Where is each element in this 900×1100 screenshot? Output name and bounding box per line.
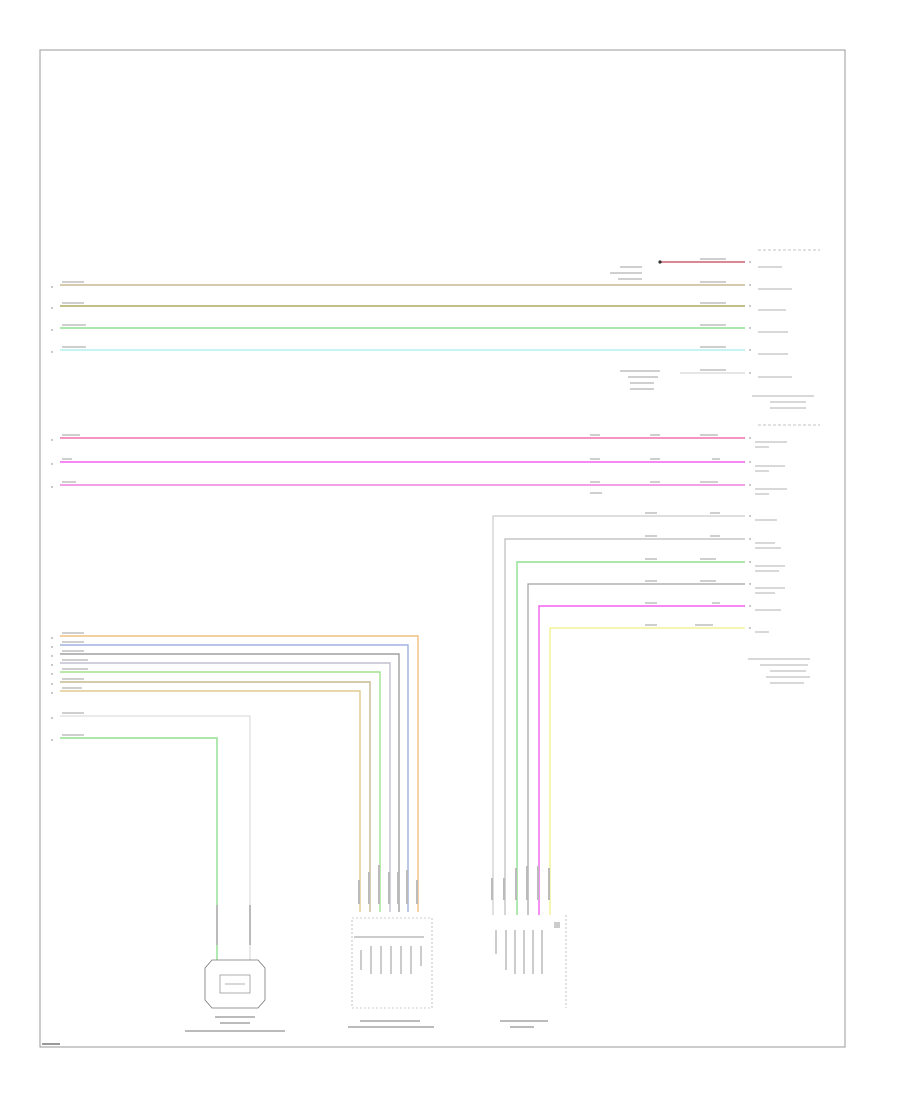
wire-center-3 bbox=[60, 653, 400, 912]
steering-wire-bus bbox=[492, 515, 745, 915]
wire-label-marks bbox=[62, 258, 726, 736]
splice-dot bbox=[658, 260, 662, 264]
footer-code-mark bbox=[42, 1043, 60, 1045]
wire-steer-6 bbox=[549, 627, 745, 915]
left-pin-ticks bbox=[51, 286, 53, 741]
middle-wire-bus bbox=[60, 437, 745, 486]
splice-callouts bbox=[590, 266, 660, 494]
sensor-caption bbox=[185, 1016, 285, 1032]
center-pin-labels bbox=[358, 865, 418, 904]
wire-center-1 bbox=[60, 635, 419, 912]
sensor-wire-bus bbox=[60, 715, 251, 960]
wire-steer-1 bbox=[492, 515, 745, 915]
wire-sensor-green bbox=[60, 737, 218, 960]
wire-steer-4 bbox=[527, 583, 745, 915]
steer-caption bbox=[500, 1020, 548, 1028]
wire-sensor-white bbox=[60, 715, 251, 960]
diagram-border bbox=[39, 49, 846, 1048]
wire-center-2 bbox=[60, 644, 409, 912]
right-pin-ticks bbox=[749, 261, 751, 629]
wire-steer-3 bbox=[516, 561, 745, 915]
switch-center-caption bbox=[348, 1020, 434, 1028]
wire-center-5 bbox=[60, 671, 381, 912]
wire-steer-2 bbox=[504, 538, 745, 915]
wire-center-4 bbox=[60, 662, 391, 912]
steer-pin-labels bbox=[491, 866, 550, 900]
wire-steer-5 bbox=[538, 605, 745, 915]
right-module-text-marks bbox=[748, 266, 814, 684]
wire-center-6 bbox=[60, 681, 371, 912]
top-wire-bus bbox=[60, 260, 745, 374]
switch-center-body bbox=[351, 917, 433, 1009]
center-wire-bus bbox=[60, 635, 419, 912]
wire-center-7 bbox=[60, 690, 361, 912]
sensor-pin-labels bbox=[216, 905, 251, 945]
sensor-left-body bbox=[204, 959, 266, 1009]
switch-center-inner-labels bbox=[354, 936, 424, 974]
steer-inner-labels bbox=[495, 922, 560, 974]
